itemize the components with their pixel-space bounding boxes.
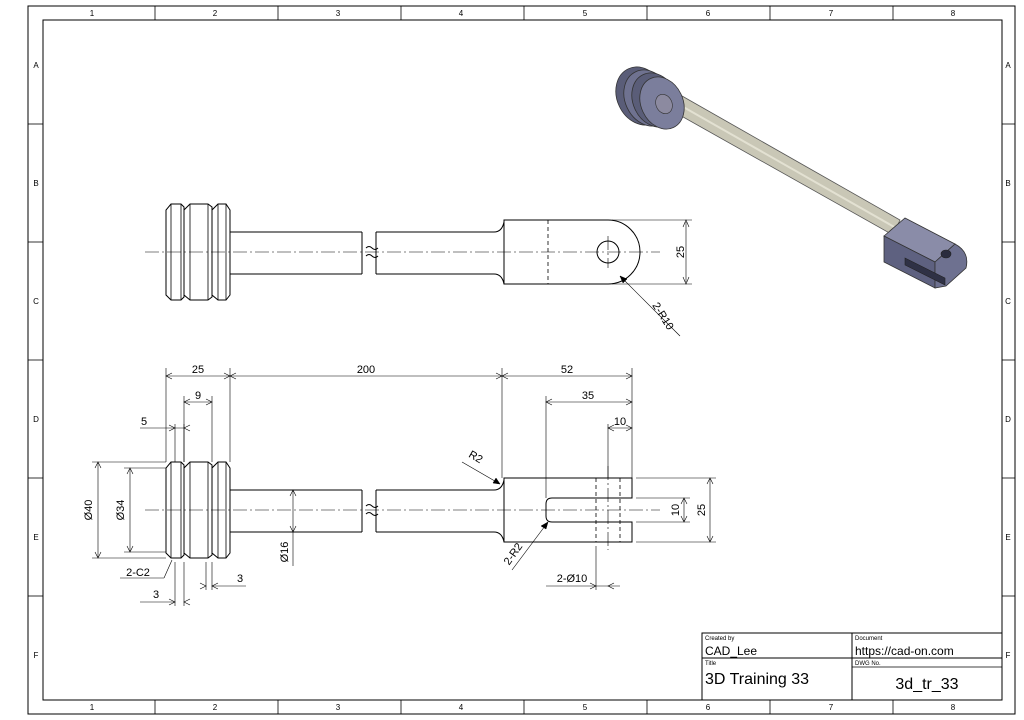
col-label-3: 3 [336,9,341,18]
dim-front-hole: 2-Ø10 [557,573,588,585]
col-label-2: 2 [213,9,218,18]
col-label-8: 8 [951,9,956,18]
outer-border [27,5,1016,715]
col-label-1-bottom: 1 [90,703,95,712]
col-label-6-bottom: 6 [706,703,711,712]
dim-front-dia40: Ø40 [83,500,95,521]
dim-front-5: 5 [141,416,147,428]
dim-front-r2: R2 [466,449,484,466]
dim-front-dia16: Ø16 [279,542,291,563]
col-label-8-bottom: 8 [951,703,956,712]
row-label-b: B [33,179,38,188]
row-label-a: A [33,61,39,70]
col-label-5-bottom: 5 [583,703,588,712]
row-label-a-right: A [1005,61,1011,70]
dim-front-10-top: 10 [614,416,626,428]
dim-top-2r10: 2-R10 [650,301,676,333]
title-block [701,632,1003,701]
dim-front-25: 25 [192,364,204,376]
col-label-4-bottom: 4 [459,703,464,712]
dim-front-3-left: 3 [153,589,159,601]
row-label-e-right: E [1005,533,1010,542]
top-view [145,203,692,337]
row-label-e: E [33,533,38,542]
dim-front-200: 200 [357,364,375,376]
title-value: 3D Training 33 [705,671,809,688]
col-label-3-bottom: 3 [336,703,341,712]
row-label-f-right: F [1006,651,1011,660]
dim-front-52: 52 [561,364,573,376]
title-label: Title [705,661,717,667]
dim-front-2r2: 2-R2 [502,541,526,567]
row-label-f: F [34,651,39,660]
inner-border [42,19,1003,701]
col-label-7: 7 [829,9,834,18]
row-label-c-right: C [1005,297,1011,306]
isometric-view [615,66,968,289]
created-by-value: CAD_Lee [705,644,757,658]
dim-front-25-right: 25 [696,504,708,516]
row-label-d-right: D [1005,415,1011,424]
row-label-b-right: B [1005,179,1010,188]
dwg-no-label: DWG No. [855,661,881,667]
dim-top-25: 25 [675,246,687,258]
dim-front-slot10: 10 [670,504,682,516]
zone-ticks [28,6,1015,714]
col-label-5: 5 [583,9,588,18]
dim-front-dia34: Ø34 [115,500,127,521]
col-label-7-bottom: 7 [829,703,834,712]
col-label-2-bottom: 2 [213,703,218,712]
document-value: https://cad-on.com [855,644,954,658]
dim-front-3-right: 3 [237,573,243,585]
col-label-1: 1 [90,9,95,18]
dwg-no-value: 3d_tr_33 [895,676,958,693]
dim-front-9: 9 [195,390,201,402]
document-label: Document [855,636,883,642]
front-view [92,368,716,606]
col-label-6: 6 [706,9,711,18]
dim-front-35: 35 [582,390,594,402]
created-by-label: Created by [705,636,734,642]
row-label-d: D [33,415,39,424]
row-label-c: C [33,297,39,306]
col-label-4: 4 [459,9,464,18]
dim-front-chamfer: 2-C2 [126,567,150,579]
